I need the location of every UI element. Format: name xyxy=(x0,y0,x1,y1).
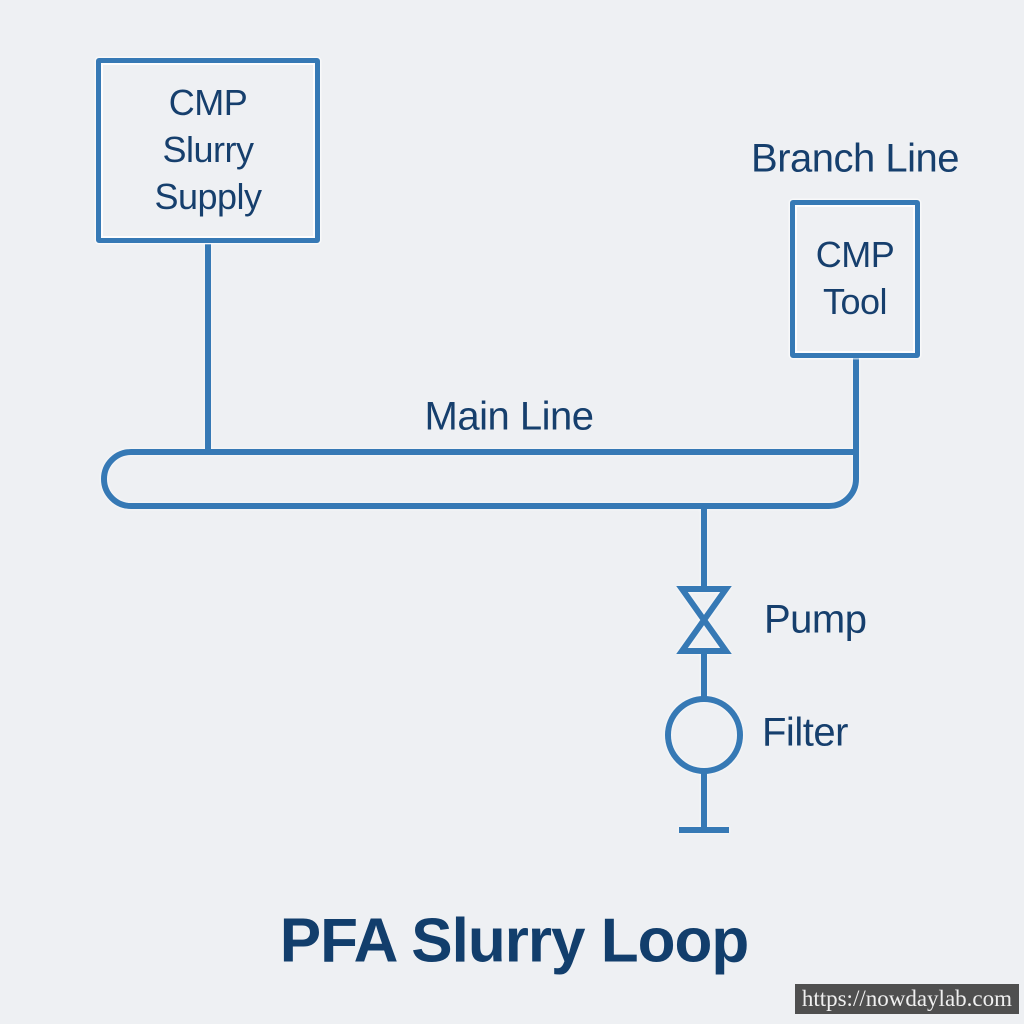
watermark-url: https://nowdaylab.com xyxy=(794,984,1019,1014)
pump-label: Pump xyxy=(764,597,867,642)
node-cmp-tool-label: CMP Tool xyxy=(815,234,895,322)
node-cmp-slurry-supply: CMP Slurry Supply xyxy=(96,58,320,243)
filter-label: Filter xyxy=(762,710,848,755)
branch-line-label: Branch Line xyxy=(751,136,959,181)
node-cmp-tool: CMP Tool xyxy=(790,200,920,358)
node-cmp-slurry-supply-label: CMP Slurry Supply xyxy=(154,82,262,217)
main-line-loop-pipe xyxy=(101,357,859,509)
filter-circle-icon xyxy=(665,696,743,774)
diagram-title: PFA Slurry Loop xyxy=(279,906,749,976)
main-line-label: Main Line xyxy=(424,394,594,439)
pump-bowtie-icon xyxy=(676,586,732,654)
